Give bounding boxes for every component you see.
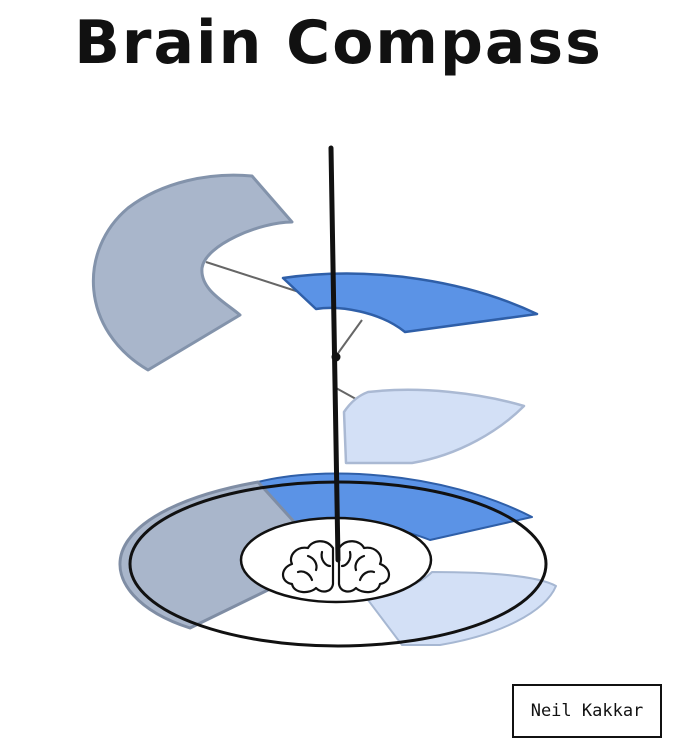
author-credit: Neil Kakkar: [530, 701, 644, 721]
floating-segment-blue: [281, 272, 539, 334]
shaft-pivot-dot: [331, 352, 341, 362]
brain-icon: [281, 540, 391, 594]
page-title: Brain Compass: [74, 8, 603, 78]
floating-segment-slate: [91, 173, 294, 372]
author-credit-box: Neil Kakkar: [512, 684, 662, 738]
floating-segment-light: [342, 388, 526, 465]
connector-line-blue: [335, 319, 363, 357]
